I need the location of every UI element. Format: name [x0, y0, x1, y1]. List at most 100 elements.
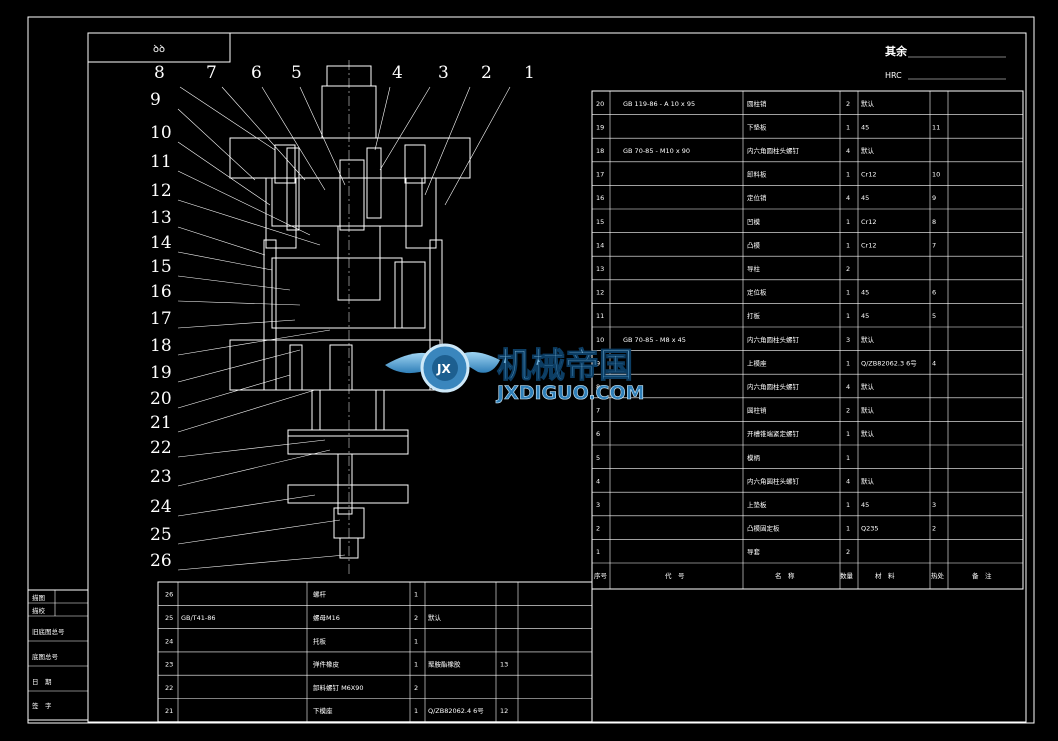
parts-bottom-cell-qty: 1: [414, 661, 418, 669]
parts-right-cell-name: 模柄: [747, 453, 761, 462]
top-left-label-box: ꝺꝺ: [87, 32, 231, 63]
parts-right-cell-hrc: 10: [932, 171, 940, 179]
parts-right-cell-material: 默认: [861, 406, 875, 415]
leader-line: [177, 226, 266, 256]
parts-bottom-cell-seq: 22: [165, 684, 173, 692]
parts-right-cell-hrc: 7: [932, 241, 936, 249]
part-label-15: 15: [150, 257, 172, 277]
parts-right-cell-material: 默认: [861, 146, 875, 155]
parts-right-cell-name: 上模座: [747, 358, 767, 367]
parts-right-cell-seq: 14: [596, 241, 604, 249]
leader-line: [444, 86, 511, 206]
part-label-13: 13: [150, 208, 172, 228]
parts-bottom-cell-name: 卸料螺钉 M6X90: [313, 683, 364, 692]
parts-bottom-cell-name: 下模座: [313, 706, 333, 715]
parts-bottom-cell-code: GB/T41-86: [181, 614, 216, 622]
parts-right-cell-seq: 20: [596, 100, 604, 108]
parts-right-cell-seq: 8: [596, 383, 600, 391]
leader-line: [221, 86, 306, 181]
parts-right-cell-seq: 4: [596, 477, 600, 485]
parts-right-cell-name: 定位板: [747, 288, 767, 297]
watermark-badge-text: JX: [436, 362, 451, 376]
parts-bottom-cell-qty: 2: [414, 684, 418, 692]
parts-right-cell-seq: 15: [596, 218, 604, 226]
parts-right-cell-material: Q/ZB82062.3 6号: [861, 359, 917, 367]
parts-right-cell-hrc: 9: [932, 194, 936, 202]
part-label-26: 26: [150, 551, 172, 571]
leader-line: [177, 108, 256, 181]
parts-bottom-cell-qty: 1: [414, 637, 418, 645]
parts-right-cell-material: 45: [861, 312, 869, 320]
leader-line: [177, 199, 321, 246]
parts-right-cell-name: 内六角圆柱头螺钉: [747, 146, 800, 155]
parts-right-cell-material: 默认: [861, 476, 875, 485]
roughness-label: 其余: [885, 44, 908, 58]
parts-right-cell-qty: 1: [846, 218, 850, 226]
part-label-21: 21: [150, 413, 172, 433]
parts-right-cell-hrc: 8: [932, 218, 936, 226]
parts-right-cell-qty: 1: [846, 312, 850, 320]
parts-bottom-cell-seq: 21: [165, 707, 173, 715]
parts-right-cell-name: 内六角圆柱头螺钉: [747, 476, 800, 485]
leader-line: [379, 86, 431, 171]
parts-right-cell-qty: 4: [846, 147, 850, 155]
parts-right-cell-hrc: 5: [932, 312, 936, 320]
parts-right-cell-code: GB 70-85 - M8 x 45: [623, 336, 686, 344]
parts-right-cell-qty: 1: [846, 454, 850, 462]
parts-right-header-qty: 数量: [840, 571, 854, 580]
parts-bottom-cell-material: 默认: [428, 613, 442, 622]
parts-bottom-cell-hrc: 13: [500, 661, 508, 669]
parts-right-cell-qty: 4: [846, 194, 850, 202]
parts-bottom-cell-qty: 1: [414, 707, 418, 715]
parts-right-cell-qty: 2: [846, 265, 850, 273]
part-label-8: 8: [154, 63, 165, 83]
parts-right-cell-seq: 12: [596, 289, 604, 297]
parts-right-header-name: 名 称: [775, 571, 795, 580]
parts-right-cell-name: 打板: [747, 311, 761, 320]
parts-right-cell-name: 导套: [747, 547, 761, 556]
leader-line: [424, 86, 471, 196]
leader-line: [177, 329, 331, 356]
parts-right-cell-material: 默认: [861, 335, 875, 344]
parts-right-cell-hrc: 4: [932, 359, 936, 367]
parts-right-cell-seq: 5: [596, 454, 600, 462]
part-label-12: 12: [150, 181, 172, 201]
part-label-2: 2: [481, 63, 492, 83]
top-left-label: ꝺꝺ: [153, 44, 165, 55]
watermark-en-text: JXDIGUO.COM: [495, 382, 645, 404]
parts-bottom-cell-material: 聚胺酯橡胶: [428, 660, 461, 669]
parts-right-cell-qty: 1: [846, 430, 850, 438]
parts-right-cell-seq: 18: [596, 147, 604, 155]
side-stamp-label: 描校: [32, 606, 46, 615]
parts-right-cell-code: GB 119-86 - A 10 x 95: [623, 100, 695, 108]
parts-right-cell-qty: 2: [846, 548, 850, 556]
parts-right-cell-hrc: 3: [932, 501, 936, 509]
parts-bottom-cell-material: Q/ZB82062.4 6号: [428, 707, 484, 715]
parts-right-cell-name: 上垫板: [747, 500, 767, 509]
parts-right-cell-seq: 13: [596, 265, 604, 273]
leader-line: [261, 86, 326, 191]
parts-right-cell-seq: 16: [596, 194, 604, 202]
parts-right-cell-name: 卸料板: [747, 170, 767, 179]
parts-right-cell-qty: 1: [846, 241, 850, 249]
part-label-24: 24: [150, 497, 172, 517]
parts-right-cell-seq: 1: [596, 548, 600, 556]
parts-right-cell-name: 下垫板: [747, 122, 767, 131]
parts-right-cell-hrc: 6: [932, 289, 936, 297]
parts-right-cell-qty: 3: [846, 336, 850, 344]
parts-right-cell-name: 内六角圆柱头螺钉: [747, 382, 800, 391]
parts-right-cell-material: 默认: [861, 99, 875, 108]
parts-right-cell-hrc: 2: [932, 525, 936, 533]
parts-right-cell-seq: 17: [596, 171, 604, 179]
parts-bottom-cell-name: 弹件橡皮: [313, 660, 340, 669]
parts-right-cell-name: 开槽锥端紧定螺钉: [747, 429, 800, 438]
parts-right-cell-material: Cr12: [861, 171, 876, 179]
leader-line: [177, 449, 331, 487]
parts-right-cell-qty: 2: [846, 407, 850, 415]
parts-right-header-remark: 备 注: [972, 571, 992, 580]
parts-right-cell-material: Q235: [861, 525, 879, 533]
leader-line: [177, 374, 291, 409]
parts-right-header-code: 代 号: [665, 571, 685, 580]
roughness-note: 其余 HRC: [885, 44, 1006, 80]
